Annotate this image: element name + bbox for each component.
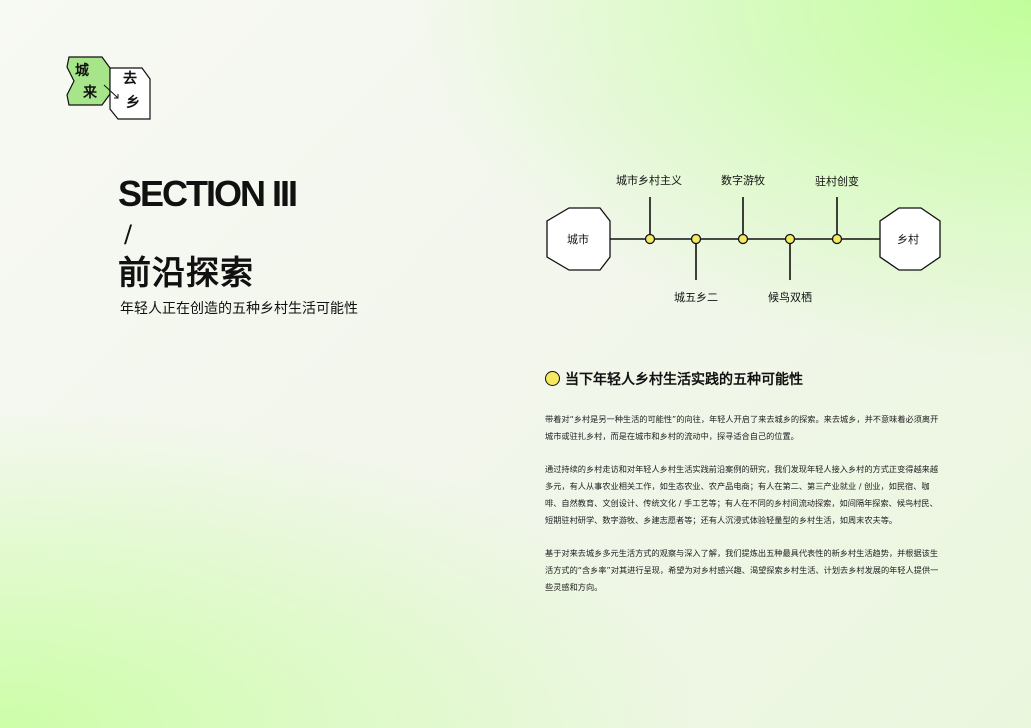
logo-char-xiang: 乡 xyxy=(126,95,140,111)
node-label-migratory: 候鸟双栖 xyxy=(768,291,812,304)
logo-char-lai: 来 xyxy=(83,85,97,101)
content-body: 带着对“乡村是另一种生活的可能性”的向往，年轻人开启了来去城乡的探索。来去城乡，… xyxy=(545,411,945,612)
content-heading-text: 当下年轻人乡村生活实践的五种可能性 xyxy=(565,372,803,388)
node-label-digital-nomad: 数字游牧 xyxy=(721,174,765,187)
paragraph-3: 基于对来去城乡多元生活方式的观察与深入了解，我们提炼出五种最具代表性的新乡村生活… xyxy=(545,548,939,592)
page-subtitle: 年轻人正在创造的五种乡村生活可能性 xyxy=(120,301,358,317)
section-label: SECTION III xyxy=(118,173,298,214)
route-lines xyxy=(546,197,941,280)
section-slash: / xyxy=(124,220,133,248)
content-heading: 当下年轻人乡村生活实践的五种可能性 xyxy=(545,371,803,389)
start-node-label: 城市 xyxy=(567,233,589,246)
paragraph-2: 通过持续的乡村走访和对年轻人乡村生活实践前沿案例的研究，我们发现年轻人接入乡村的… xyxy=(545,464,939,525)
city-village-route-diagram: 城市 乡村 城市乡村主义 数字游牧 驻村创变 城五乡二 候鸟双栖 xyxy=(540,165,950,315)
node-label-five-two: 城五乡二 xyxy=(674,291,718,304)
end-node-label: 乡村 xyxy=(897,233,919,246)
node-label-city-village: 城市乡村主义 xyxy=(616,174,682,187)
yellow-dot-icon xyxy=(545,371,560,386)
logo-char-qu: 去 xyxy=(123,71,137,87)
page-title: 前沿探索 xyxy=(118,253,254,292)
logo-char-cheng: 城 xyxy=(75,63,89,79)
logo-shape xyxy=(66,56,151,120)
end-node-octagon xyxy=(879,207,941,271)
start-node-octagon xyxy=(546,207,611,271)
node-label-village-residency: 驻村创变 xyxy=(815,175,859,188)
paragraph-1: 带着对“乡村是另一种生活的可能性”的向往，年轻人开启了来去城乡的探索。来去城乡，… xyxy=(545,414,939,441)
logo: 城 来 去 乡 xyxy=(66,55,154,123)
